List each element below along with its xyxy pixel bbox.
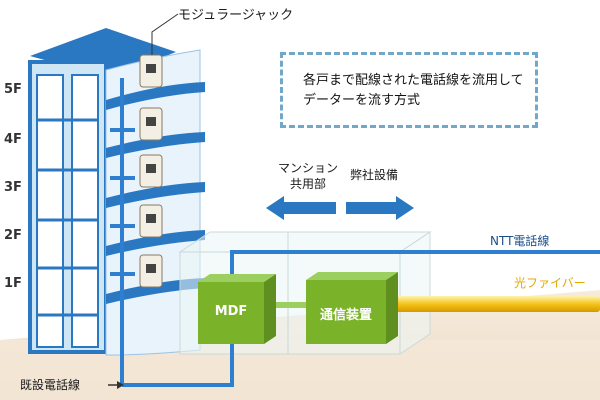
ntt-line — [230, 250, 600, 284]
riser-lines — [110, 78, 135, 385]
mdf-top — [198, 274, 276, 282]
existing-line-path — [122, 344, 234, 387]
mansion-shared-line-1: マンション — [278, 161, 339, 175]
ntt-line-label: NTT電話線 — [490, 234, 550, 248]
window-dividers — [37, 118, 98, 317]
curved-floors — [105, 49, 205, 356]
mansion-shared-line-2: 共用部 — [290, 177, 327, 191]
comm-device-label: 通信装置 — [319, 308, 372, 323]
mdf-side — [264, 274, 276, 344]
floor-label-5f: 5F — [4, 82, 22, 97]
left-arrow-icon — [266, 196, 336, 220]
our-equipment-label: 弊社設備 — [350, 168, 399, 182]
floor-label-2f: 2F — [4, 228, 22, 243]
jack-leader — [151, 13, 179, 55]
device-top — [306, 272, 398, 280]
device-side — [386, 272, 398, 344]
device-box — [306, 280, 386, 344]
floor-label-3f: 3F — [4, 180, 22, 195]
floor-label-1f: 1F — [4, 276, 22, 291]
existing-line-arrowhead — [117, 381, 124, 389]
modular-jack-label: モジュラージャック — [178, 8, 294, 23]
jack-ports — [146, 64, 156, 273]
floor-label-4f: 4F — [4, 132, 22, 147]
optical-fiber-cable — [390, 296, 600, 312]
right-arrow-icon — [346, 196, 414, 220]
description-text: 各戸まで配線された電話線を流用して データーを流す方式 — [303, 71, 524, 111]
mdf-label: MDF — [214, 304, 248, 319]
description-line-1: 各戸まで配線された電話線を流用して — [303, 73, 524, 88]
description-line-2: データーを流す方式 — [303, 93, 421, 108]
mansion-shared-label: マンション 共用部 — [278, 160, 338, 192]
description-note: 各戸まで配線された電話線を流用して データーを流す方式 — [280, 52, 538, 128]
mdf-box — [198, 282, 264, 344]
optical-fiber-label: 光ファイバー — [514, 276, 586, 290]
existing-line-label: 既設電話線 — [20, 378, 81, 392]
